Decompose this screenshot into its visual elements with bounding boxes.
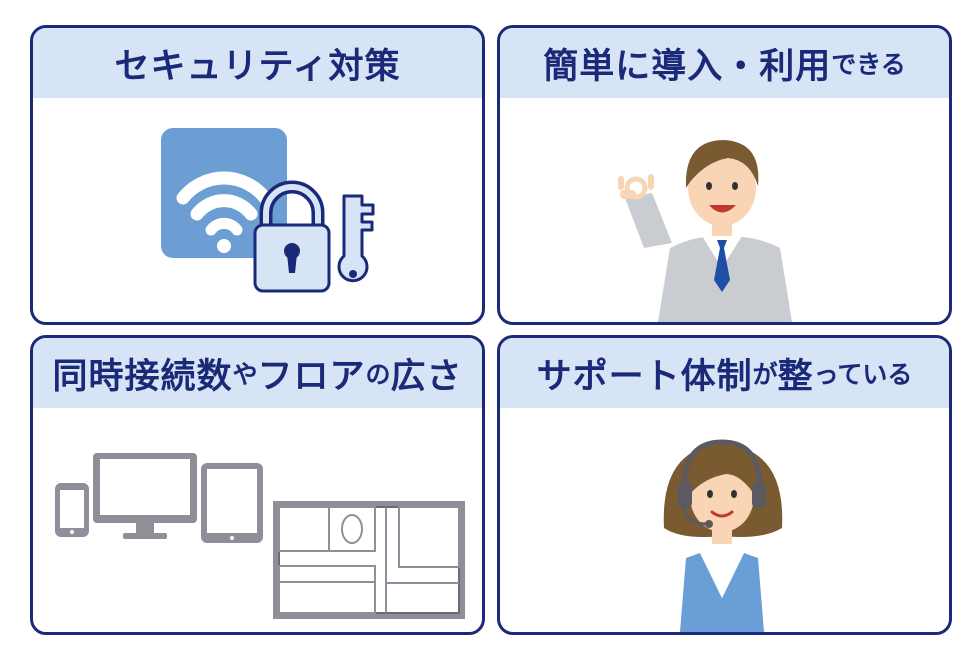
- support-card-header: サポート体制が整っている: [500, 338, 949, 408]
- security-title: セキュリティ対策: [114, 46, 401, 87]
- businessman-ok-icon: [618, 140, 792, 322]
- wifi-icon: [161, 128, 287, 258]
- devices-title-small2: の: [365, 360, 391, 389]
- devices-title-small1: や: [232, 360, 258, 389]
- easy-card-header: 簡単に導入・利用できる: [500, 28, 949, 98]
- easy-illustration: [618, 140, 792, 322]
- easy-title-small: できる: [831, 50, 906, 79]
- devices-card: 同時接続数やフロアの広さ: [30, 335, 485, 635]
- operator-headset-icon: [663, 439, 783, 632]
- security-card-header: セキュリティ対策: [33, 28, 482, 98]
- key-icon: [337, 194, 375, 283]
- security-card: セキュリティ対策: [30, 25, 485, 325]
- monitor-icon: [93, 453, 197, 539]
- support-title-small: が: [752, 360, 778, 389]
- floor-plan-icon: [273, 501, 465, 619]
- support-illustration: [663, 439, 783, 632]
- padlock-icon: [253, 180, 331, 293]
- devices-title-main2: フロア: [257, 356, 366, 397]
- support-title-main1: サポート体制: [536, 356, 753, 397]
- devices-illustration: [55, 453, 465, 619]
- devices-card-header: 同時接続数やフロアの広さ: [33, 338, 482, 408]
- easy-title-main: 簡単に導入・利用: [543, 46, 832, 87]
- tablet-icon: [201, 463, 263, 543]
- easy-card: 簡単に導入・利用できる: [497, 25, 952, 325]
- devices-title-main3: 広さ: [390, 356, 463, 397]
- security-illustration: [161, 128, 375, 293]
- support-title-small2: っている: [813, 360, 913, 389]
- devices-title-main1: 同時接続数: [52, 356, 233, 397]
- smartphone-icon: [55, 483, 89, 537]
- support-card: サポート体制が整っている: [497, 335, 952, 635]
- support-title-main2: 整: [777, 356, 814, 397]
